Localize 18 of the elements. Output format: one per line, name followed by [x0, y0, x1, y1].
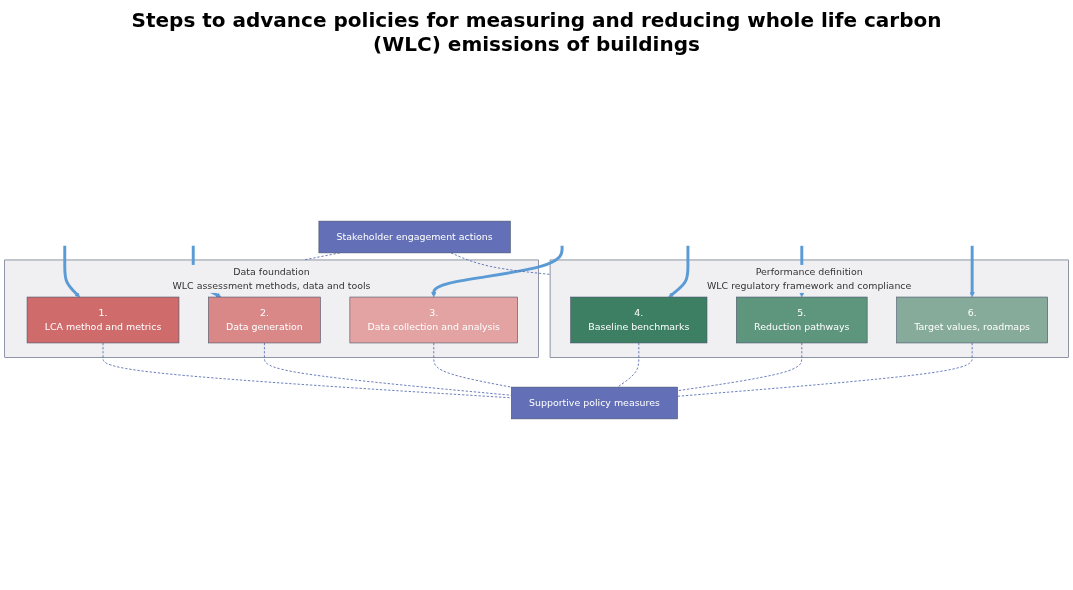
node-box: 1. LCA method and metrics — [26, 296, 180, 344]
node-box: 5. Reduction pathways — [736, 296, 868, 344]
node-box: 2. Data generation — [208, 296, 321, 344]
arrow — [668, 245, 690, 298]
connector — [617, 342, 640, 388]
node-box: Supportive policy measures — [511, 386, 678, 420]
connector — [263, 342, 512, 396]
connector — [102, 342, 512, 399]
node-box: 4. Baseline benchmarks — [570, 296, 708, 344]
node-box: Stakeholder engagement actions — [318, 220, 511, 254]
connector — [450, 252, 551, 275]
arrow — [969, 245, 975, 298]
arrow — [63, 245, 80, 298]
diagram-title: Steps to advance policies for measuring and reducing whole life carbon (WLC) emissions of buildings — [130, 8, 943, 56]
arrow — [431, 245, 564, 298]
connector — [433, 342, 512, 388]
node-box: 3. Data collection and analysis — [349, 296, 518, 344]
node-box: 6. Target values, roadmaps — [896, 296, 1048, 344]
